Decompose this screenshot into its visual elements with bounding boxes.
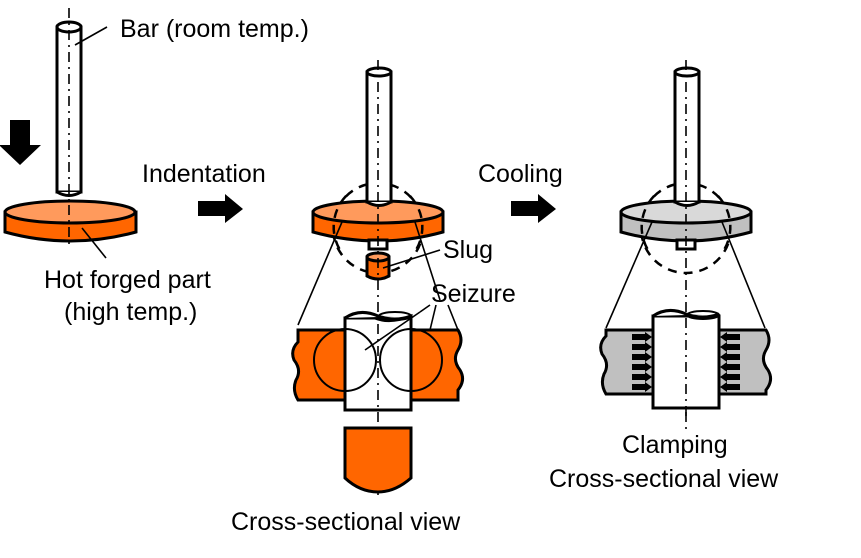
cross-section-indentation [291,304,465,494]
clamp-arrow-right-icon [720,342,740,352]
clamp-arrow-left-icon [632,382,652,392]
cross-section-clamping [599,309,773,420]
bar-room-temp [55,8,83,240]
bar-label: Bar (room temp.) [120,15,309,43]
bar-leader-line [74,26,108,46]
step-label-indentation: Indentation [142,160,266,188]
cross-section-label-1: Cross-sectional view [231,508,461,536]
hot-part-label-line2: (high temp.) [64,298,197,326]
clamp-arrows [632,332,740,392]
clamp-arrow-right-icon [720,372,740,382]
slug-leader-line [382,249,441,269]
clamp-arrow-right-icon [720,332,740,342]
clamp-arrow-left-icon [632,342,652,352]
clamp-arrow-left-icon [632,372,652,382]
cross-section-label-2: Cross-sectional view [549,465,779,493]
hot-part-label-line1: Hot forged part [44,266,211,294]
hot-part-leader-line [81,227,107,259]
step-arrow-indentation-icon [198,194,243,223]
clamp-arrow-right-icon [720,362,740,372]
stage-cooling: Clamping Cross-sectional view [549,60,779,493]
clamping-label: Clamping [622,431,728,459]
step-label-cooling: Cooling [478,160,563,188]
clamp-arrow-right-icon [720,382,740,392]
clamp-arrow-right-icon [720,352,740,362]
stage-initial: Bar (room temp.) Hot forged part (high t… [0,8,309,326]
slug-label: Slug [443,236,493,264]
clamp-arrow-left-icon [632,352,652,362]
step-arrow-cooling-icon [511,194,556,223]
clamp-arrow-left-icon [632,362,652,372]
disc-top [3,199,137,225]
hot-forged-part [3,199,138,244]
press-down-arrow-icon [0,120,41,165]
clamp-arrow-left-icon [632,332,652,342]
seizure-label: Seizure [431,280,516,308]
stage-indentation: Slug Seizure Cross-sectional view [231,60,516,536]
